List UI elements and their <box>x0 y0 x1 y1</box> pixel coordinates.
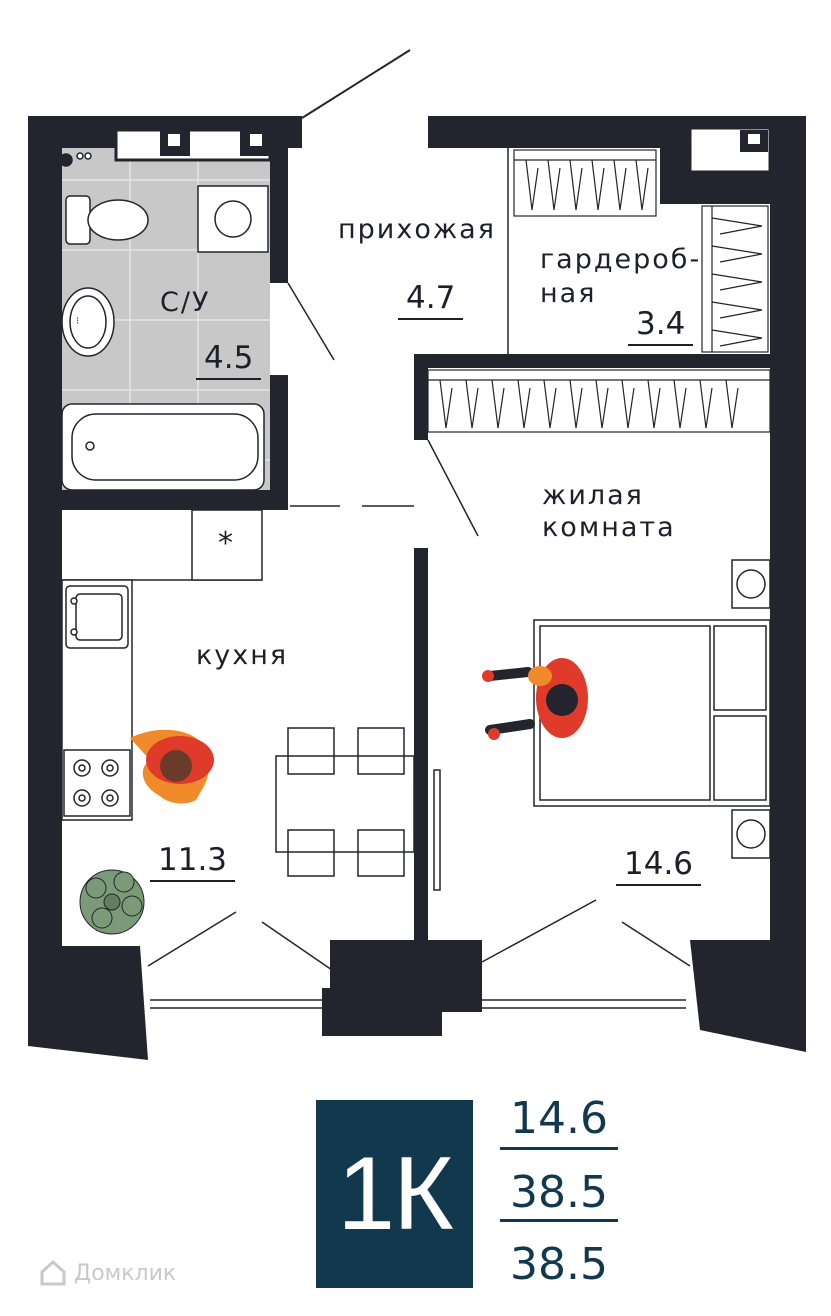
total-area-stat: 38.5 <box>510 1167 608 1218</box>
wardrobe-shelves <box>427 149 771 433</box>
floor-plan: ⁝ <box>28 49 806 1060</box>
entry-jamb-right <box>428 116 440 148</box>
kitchen-area: 11.3 <box>150 842 236 882</box>
hallway-label: прихожая <box>338 214 496 245</box>
apartment-type-badge: 1К <box>316 1100 473 1288</box>
doors-and-balcony <box>147 769 691 1009</box>
living-area-stat: 14.6 <box>510 1093 608 1144</box>
living-label-line2: комната <box>542 512 676 543</box>
watermark: Домклик <box>38 1258 176 1288</box>
living-label-line1: жилая <box>542 480 644 511</box>
window-mullion-holes <box>168 134 760 146</box>
entry-jamb-left <box>290 116 302 148</box>
kitchen-fixtures <box>61 509 263 821</box>
person-figure-living <box>482 658 588 740</box>
stat-divider-1 <box>500 1147 618 1150</box>
plant-icon <box>79 869 145 935</box>
person-figure-kitchen <box>130 729 214 804</box>
wardrobe-label-line2: ная <box>540 278 597 309</box>
area-with-balcony-stat: 38.5 <box>510 1239 608 1290</box>
sink-dots-icon: ⁝ <box>76 316 79 327</box>
dining-table <box>275 727 415 877</box>
living-area: 14.6 <box>616 846 702 886</box>
house-logo-icon <box>40 1259 66 1286</box>
wardrobe-label-line1: гардероб- <box>540 244 702 275</box>
walls <box>28 116 806 1060</box>
hallway-area: 4.7 <box>398 280 464 320</box>
stat-divider-2 <box>500 1219 618 1222</box>
entrance-door <box>301 49 411 119</box>
utility-mark: * <box>218 526 235 561</box>
kitchen-label: кухня <box>196 640 289 671</box>
partition-lines <box>287 148 509 537</box>
bathroom-area: 4.5 <box>196 340 262 380</box>
wardrobe-area: 3.4 <box>628 306 694 346</box>
watermark-text: Домклик <box>74 1260 177 1286</box>
bathroom-fixtures <box>59 152 269 491</box>
bathroom-label: С/У <box>160 287 211 318</box>
